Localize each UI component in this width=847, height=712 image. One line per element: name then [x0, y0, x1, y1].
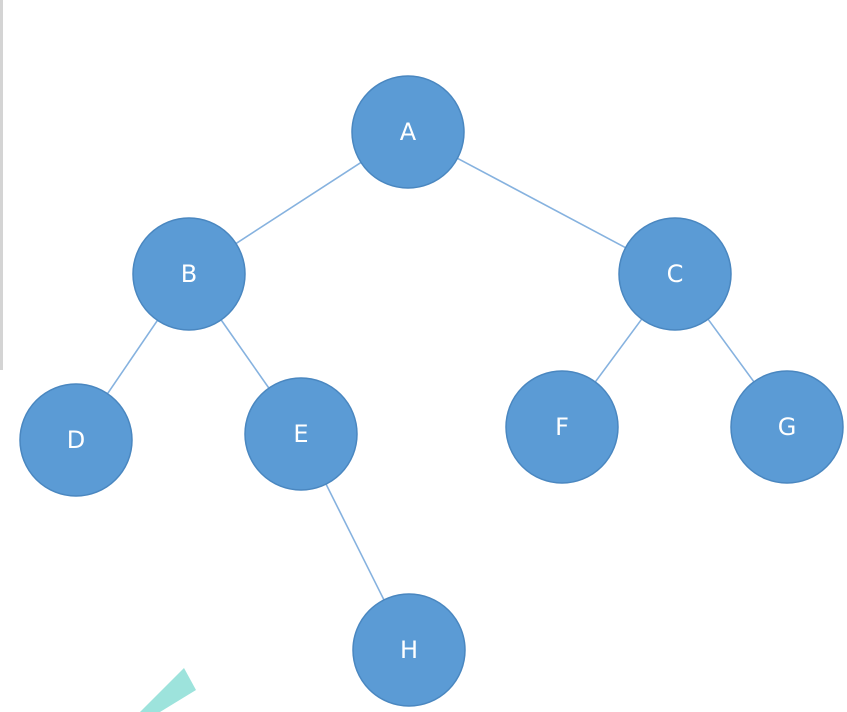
node-e: E: [244, 377, 358, 491]
arrow-cursor-icon: [140, 668, 196, 712]
node-d: D: [19, 383, 133, 497]
node-label-h: H: [400, 636, 418, 664]
node-label-c: C: [667, 260, 684, 288]
node-circle-a: [351, 75, 465, 189]
node-a: A: [351, 75, 465, 189]
edge-a-c: [457, 157, 626, 249]
node-h: H: [352, 593, 466, 707]
node-circle-b: [132, 217, 246, 331]
node-b: B: [132, 217, 246, 331]
node-label-e: E: [293, 420, 308, 448]
node-label-b: B: [181, 260, 197, 288]
node-label-f: F: [555, 413, 569, 441]
node-circle-h: [352, 593, 466, 707]
node-g: G: [730, 370, 844, 484]
node-c: C: [618, 217, 732, 331]
edge-c-g: [707, 318, 755, 383]
edge-b-e: [220, 319, 270, 389]
edges-layer: [106, 157, 755, 601]
nodes-layer: A B C D E F G H: [19, 75, 844, 707]
node-label-a: A: [400, 118, 417, 146]
node-circle-g: [730, 370, 844, 484]
edge-a-b: [235, 161, 362, 245]
edge-c-f: [594, 318, 643, 383]
node-circle-c: [618, 217, 732, 331]
node-circle-d: [19, 383, 133, 497]
node-circle-e: [244, 377, 358, 491]
node-label-g: G: [778, 413, 797, 441]
node-label-d: D: [67, 426, 85, 454]
edge-b-d: [106, 319, 159, 395]
node-circle-f: [505, 370, 619, 484]
left-edge-bar: [0, 0, 3, 370]
node-f: F: [505, 370, 619, 484]
edge-e-h: [325, 483, 385, 601]
